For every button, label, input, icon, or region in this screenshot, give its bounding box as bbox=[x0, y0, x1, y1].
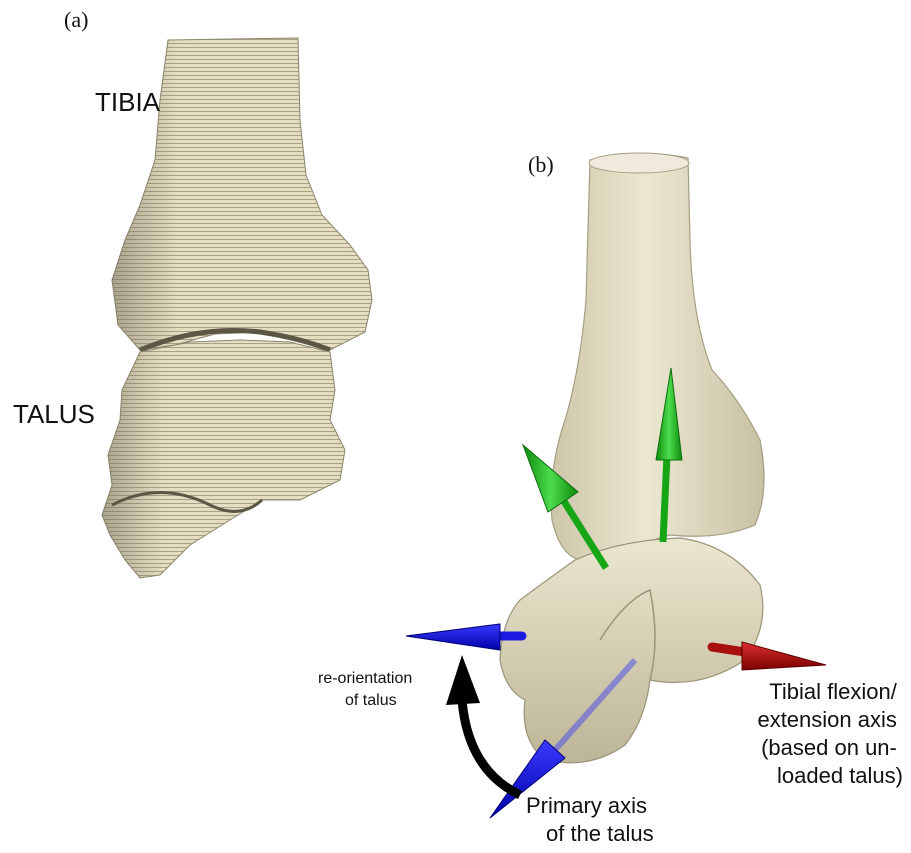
reorientation-label: re-orientation of talus bbox=[318, 670, 417, 709]
reorientation-label-line-1: re-orientation bbox=[318, 670, 412, 687]
tibial-axis-label-line-4: loaded talus) bbox=[777, 763, 903, 788]
talus-shading bbox=[102, 340, 345, 578]
tibial-axis-label-line-2: extension axis bbox=[757, 707, 896, 732]
tibia-label: TIBIA bbox=[95, 87, 161, 117]
primary-axis-label: Primary axis of the talus bbox=[526, 793, 654, 846]
tibia-cut-surface bbox=[589, 153, 689, 173]
reorientation-label-line-2: of talus bbox=[345, 692, 397, 709]
panel-a: (a) TIBIA TALUS bbox=[13, 7, 372, 578]
tibial-axis-label-line-3: (based on un- bbox=[761, 735, 897, 760]
panel-b: (b) bbox=[318, 152, 903, 846]
primary-axis-label-line-1: Primary axis bbox=[526, 793, 647, 818]
panel-b-label: (b) bbox=[528, 152, 554, 177]
tibia-shading bbox=[112, 38, 372, 350]
tibial-axis-label-line-1: Tibial flexion/ bbox=[769, 679, 897, 704]
primary-axis-label-line-2: of the talus bbox=[546, 821, 654, 846]
talus-label: TALUS bbox=[13, 399, 95, 429]
tibia-smooth-bone bbox=[551, 153, 764, 560]
tibial-axis-label: Tibial flexion/ extension axis (based on… bbox=[757, 679, 903, 788]
panel-a-label: (a) bbox=[64, 7, 88, 32]
